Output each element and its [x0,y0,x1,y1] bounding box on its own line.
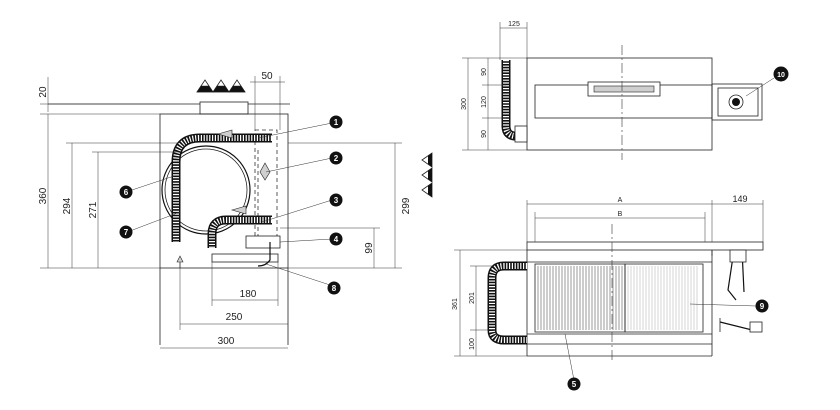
dim-360: 360 [38,187,49,204]
marker-1: 1 [329,115,343,129]
svg-text:7: 7 [124,228,129,237]
marker-2: 2 [329,151,343,165]
dim-side-a: A [618,197,623,204]
dim-250: 250 [226,312,243,323]
dim-side-149: 149 [732,194,747,204]
svg-text:6: 6 [124,188,129,197]
dim-20: 20 [38,86,49,98]
dim-top-90a: 90 [481,68,488,76]
dim-side-201: 201 [469,292,476,304]
dim-side-100: 100 [469,338,476,350]
dim-top-90b: 90 [481,130,488,138]
marker-3: 3 [329,193,343,207]
dim-271: 271 [88,201,99,218]
svg-text:8: 8 [332,284,337,293]
svg-text:4: 4 [334,235,339,244]
dim-top-120: 120 [481,96,488,108]
air-outlet-icon [421,152,433,198]
marker-9: 9 [755,299,769,313]
svg-text:1: 1 [334,118,339,127]
dim-294: 294 [62,197,73,214]
marker-8: 8 [327,281,341,295]
dim-299: 299 [401,197,412,214]
heat-exchanger-fins [537,266,698,330]
side-view: A 149 B 361 201 100 [452,194,764,381]
marker-7: 7 [119,225,133,239]
dim-top-300: 300 [461,98,468,110]
dim-top-125: 125 [508,21,520,28]
svg-text:3: 3 [334,196,339,205]
dim-180: 180 [240,289,257,300]
marker-4: 4 [329,232,343,246]
dim-99: 99 [364,242,375,254]
dim-50: 50 [261,71,273,82]
svg-text:5: 5 [572,380,577,389]
svg-text:2: 2 [334,154,339,163]
front-section-view: 20 50 360 294 271 299 99 180 [38,71,433,349]
dim-side-b: B [618,211,623,218]
marker-5: 5 [567,377,581,391]
air-direction-icon [196,79,246,93]
svg-text:10: 10 [777,72,785,79]
plan-view: 125 300 90 120 90 [461,21,775,160]
dim-300: 300 [218,336,235,347]
svg-text:9: 9 [760,302,765,311]
marker-6: 6 [119,185,133,199]
callout-markers: 1 2 3 4 5 6 7 8 9 10 [119,66,789,391]
marker-10: 10 [773,66,789,82]
dim-side-361: 361 [452,298,459,310]
